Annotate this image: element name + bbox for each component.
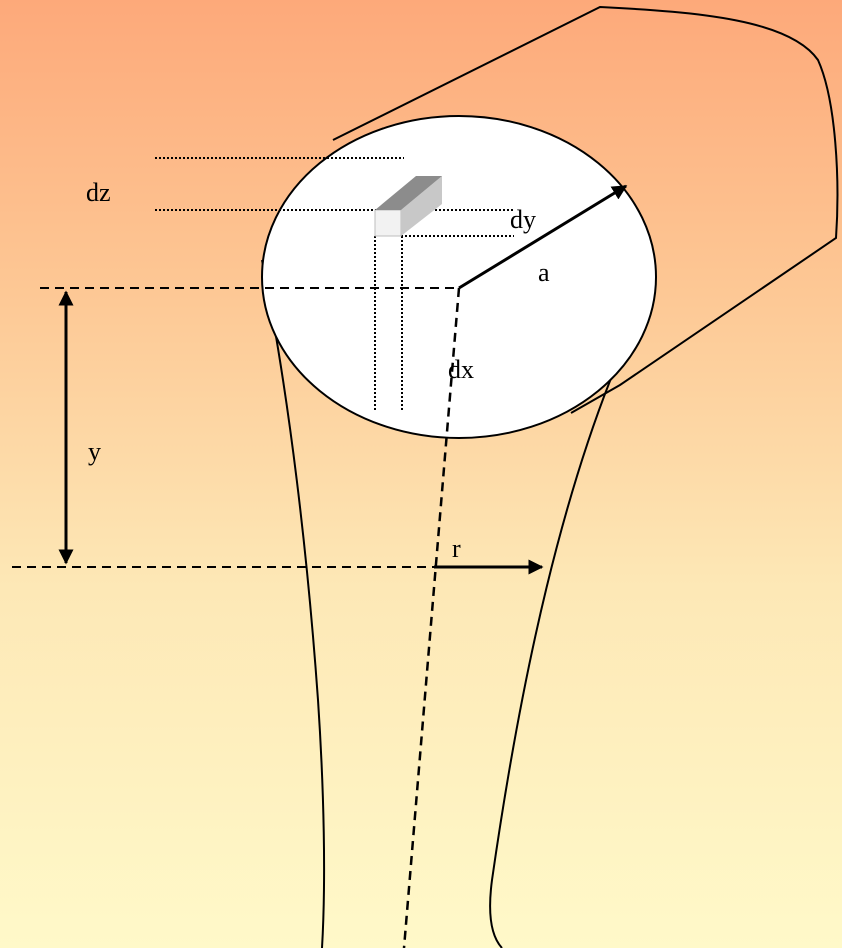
label-a: a bbox=[538, 258, 550, 287]
beam-centerline bbox=[402, 287, 461, 948]
label-y: y bbox=[88, 437, 101, 466]
label-dy: dy bbox=[510, 205, 536, 234]
infinitesimal-element bbox=[374, 176, 442, 237]
label-r: r bbox=[452, 534, 461, 563]
cross-section-circle bbox=[261, 115, 657, 439]
beam-upper-outline bbox=[332, 5, 839, 414]
radius-a-arrow bbox=[458, 184, 628, 290]
beam-lower-right-edge bbox=[489, 281, 656, 948]
label-dz: dz bbox=[86, 178, 111, 207]
label-dx: dx bbox=[448, 355, 474, 384]
beam-lower-left-edge bbox=[261, 259, 326, 948]
